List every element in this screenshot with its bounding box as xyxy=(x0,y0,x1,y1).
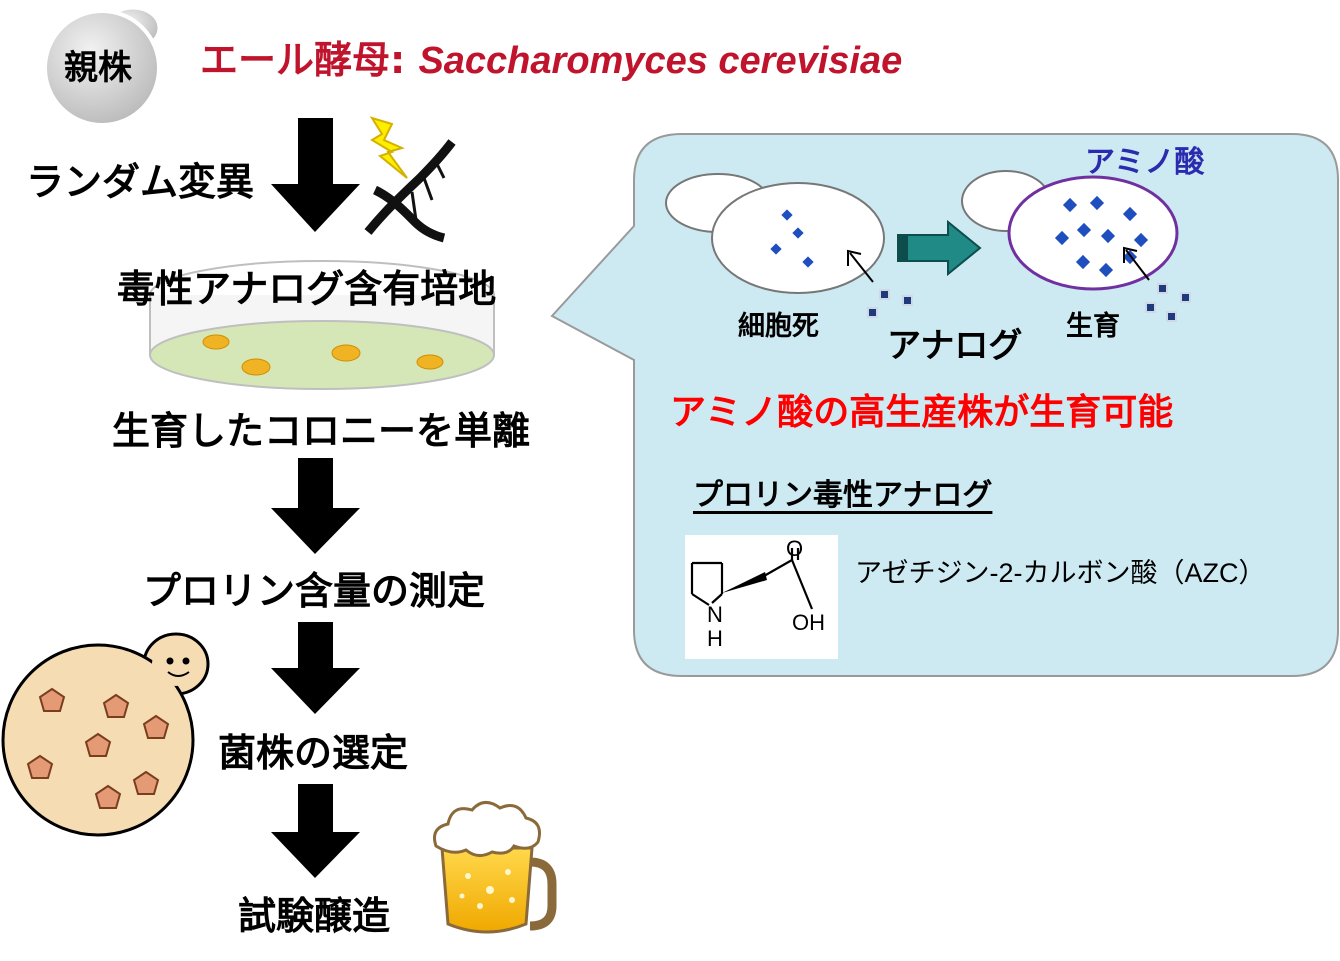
step-isolate-colonies: 生育したコロニーを単離 xyxy=(112,409,531,453)
lightning-icon xyxy=(369,116,408,179)
down-arrow-3 xyxy=(271,622,360,714)
atom-h: H xyxy=(707,626,723,651)
down-arrow-1 xyxy=(271,118,360,232)
step-trial-brewing: 試験醸造 xyxy=(238,894,391,938)
step-toxic-analog-medium: 毒性アナログ含有培地 xyxy=(117,267,497,311)
colony xyxy=(416,354,444,370)
atom-o: O xyxy=(786,536,804,561)
petri-dish-icon xyxy=(149,260,495,390)
step-random-mutation: ランダム変異 xyxy=(26,160,255,204)
amino-acid-label: アミノ酸 xyxy=(1085,145,1205,180)
down-arrow-4 xyxy=(271,784,360,878)
analog-molecules-right xyxy=(1145,283,1191,322)
parent-strain-prefix: エール酵母: xyxy=(200,38,419,82)
parent-strain-title: エール酵母: Saccharomyces cerevisiae xyxy=(200,41,902,80)
yeast-cell-icon xyxy=(1,632,210,837)
transition-arrow-icon xyxy=(897,219,982,277)
analog-label: アナログ xyxy=(887,326,1023,366)
cell-death-label: 細胞死 xyxy=(738,311,819,342)
growth-label: 生育 xyxy=(1066,311,1120,342)
colony xyxy=(241,358,271,376)
atom-oh: OH xyxy=(792,610,825,635)
conclusion-text: アミノ酸の高生産株が生育可能 xyxy=(670,392,1174,433)
atom-n: N xyxy=(707,602,723,627)
azc-structure-icon xyxy=(685,535,838,659)
dna-icon xyxy=(364,139,456,243)
pointer-arrow-right xyxy=(1123,246,1150,281)
parent-strain-cell-icon xyxy=(43,6,161,127)
mutant-cell-icon xyxy=(961,170,1179,291)
pointer-arrow-left xyxy=(847,249,874,283)
beer-mug-icon xyxy=(433,801,557,934)
compound-name: アゼチジン-2-カルボン酸（AZC） xyxy=(855,558,1266,588)
flow-arrows xyxy=(271,118,360,878)
wild-cell-icon xyxy=(665,173,885,294)
step-select-strain: 菌株の選定 xyxy=(218,731,409,775)
species-name: Saccharomyces cerevisiae xyxy=(418,40,903,82)
parent-strain-label: 親株 xyxy=(64,48,132,88)
colony xyxy=(202,334,230,350)
analog-molecules-left xyxy=(867,289,913,318)
step-measure-proline: プロリン含量の測定 xyxy=(143,569,486,613)
analog-heading: プロリン毒性アナログ xyxy=(693,478,993,513)
colony xyxy=(331,344,361,362)
down-arrow-2 xyxy=(271,458,360,554)
